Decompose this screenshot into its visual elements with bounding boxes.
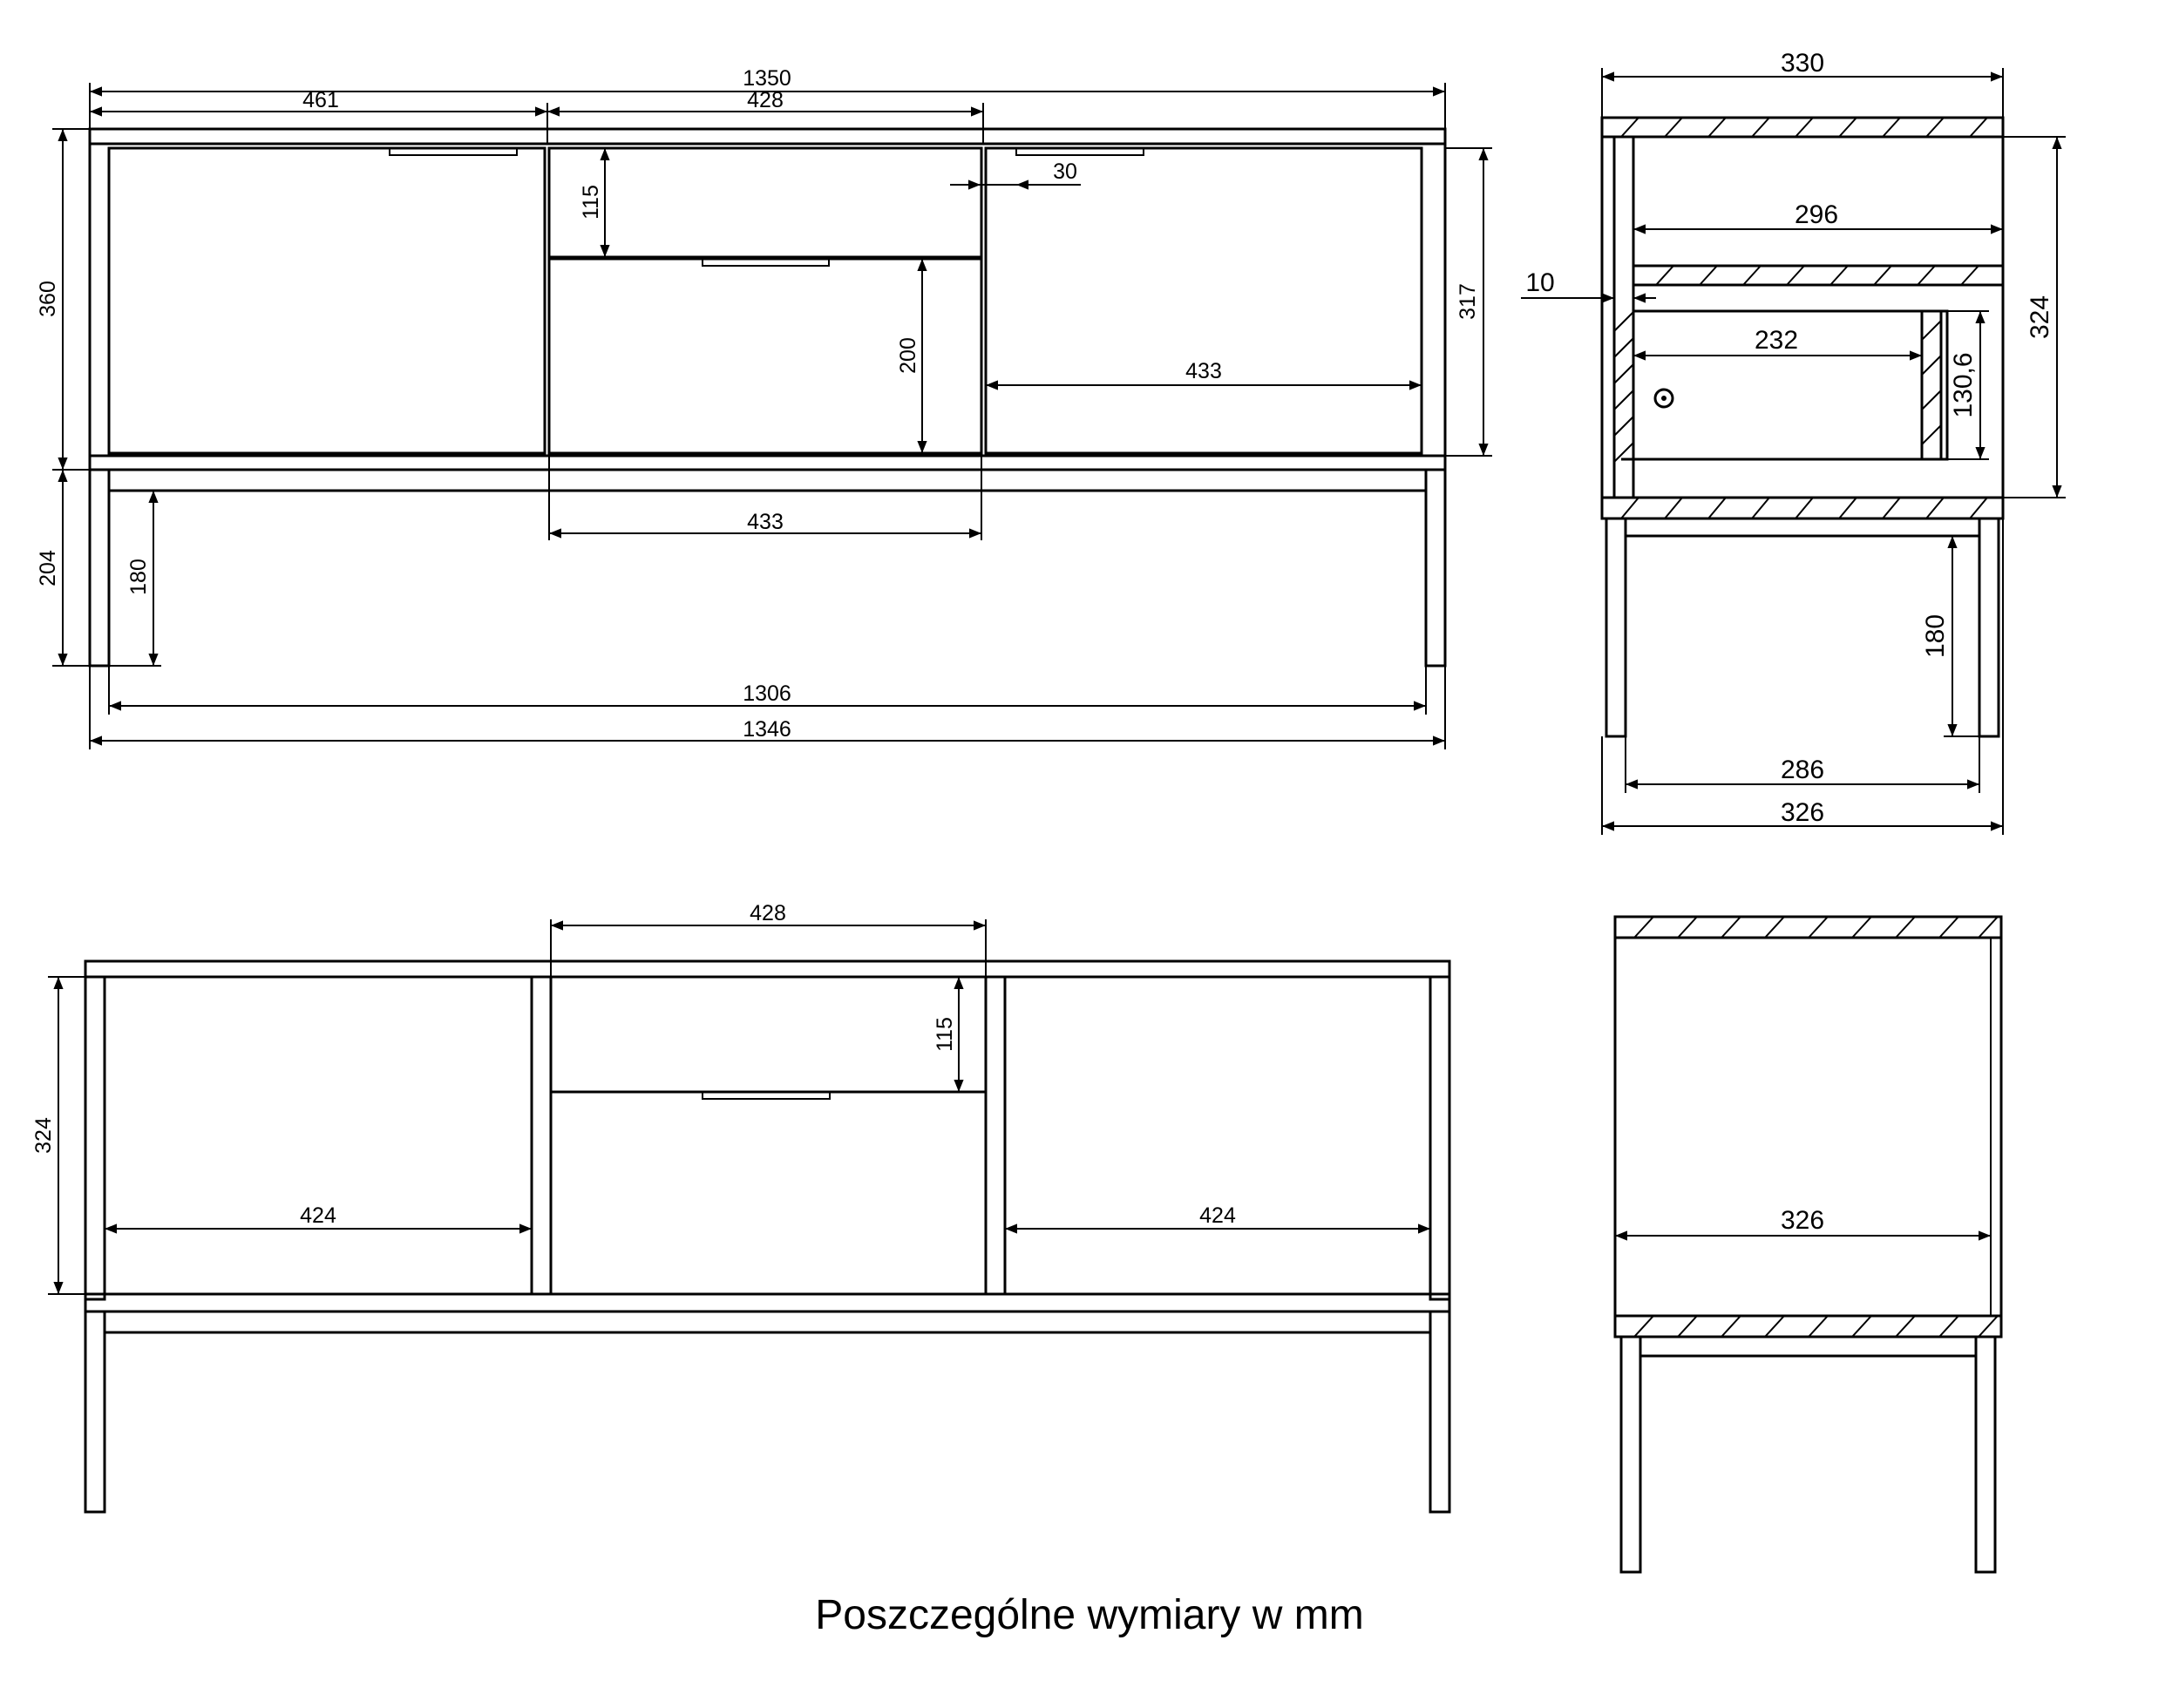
open-lower-drawer bbox=[549, 1090, 988, 1296]
dim-open-upper-drawer-height: 115 bbox=[933, 1017, 957, 1052]
left-leg bbox=[88, 468, 111, 668]
dim-inner-height-right: 317 bbox=[1456, 283, 1480, 320]
dim-right-opening-width: 433 bbox=[1185, 359, 1222, 383]
open-drawer-handle bbox=[702, 1091, 831, 1100]
side-top-board bbox=[1600, 116, 2005, 139]
open-right-side bbox=[1429, 975, 1451, 1301]
side-body-outline bbox=[1600, 116, 2005, 499]
dim-shelf-depth: 296 bbox=[1795, 200, 1838, 229]
open-left-divider bbox=[530, 975, 553, 1296]
right-door bbox=[984, 146, 1423, 455]
dim-center-opening-width: 433 bbox=[747, 510, 784, 534]
side-door-panel bbox=[1612, 135, 1635, 499]
dim-leg-height-total: 204 bbox=[36, 550, 60, 586]
dim-open-body-height: 324 bbox=[31, 1117, 56, 1154]
open-right-divider bbox=[984, 975, 1007, 1296]
side-back-leg bbox=[1978, 517, 2000, 738]
open-left-side bbox=[84, 975, 106, 1301]
dim-upper-drawer-height: 115 bbox=[579, 185, 603, 220]
open-bottom-rail bbox=[103, 1310, 1432, 1334]
dim-side-open-inner-depth: 326 bbox=[1781, 1206, 1824, 1235]
dim-depth-top: 330 bbox=[1781, 49, 1824, 78]
left-door bbox=[107, 146, 546, 455]
dim-leg-height: 180 bbox=[1921, 614, 1950, 658]
side-bottom-board bbox=[1600, 496, 2005, 520]
side-open-top-board bbox=[1613, 915, 2003, 939]
bottom-rail bbox=[107, 468, 1428, 492]
open-right-leg bbox=[1429, 1310, 1451, 1514]
side-open-view: 326 bbox=[1613, 915, 2003, 1574]
side-open-back-leg bbox=[1974, 1335, 1997, 1574]
front-open-view: 428 115 324 424 424 bbox=[31, 901, 1451, 1514]
side-middle-shelf bbox=[1632, 264, 2005, 287]
dim-overall-width-bottom: 1346 bbox=[743, 717, 791, 742]
dim-depth-bottom: 326 bbox=[1781, 798, 1824, 827]
side-drawer-back bbox=[1920, 309, 1943, 461]
open-left-leg bbox=[84, 1310, 106, 1514]
side-open-outline bbox=[1613, 915, 2003, 1318]
dim-handle-offset: 30 bbox=[1053, 159, 1077, 184]
side-section-view: 330 296 10 232 130,6 324 180 286 326 bbox=[1521, 49, 2066, 835]
dim-width-between-legs: 1306 bbox=[743, 681, 791, 706]
carcass-outline bbox=[88, 142, 1447, 458]
side-open-front-leg bbox=[1619, 1335, 1642, 1574]
right-door-handle bbox=[1015, 147, 1144, 156]
dim-drawer-height: 130,6 bbox=[1949, 352, 1978, 417]
dim-open-left-opening: 424 bbox=[300, 1203, 336, 1228]
dim-depth-between-legs: 286 bbox=[1781, 756, 1824, 784]
left-door-handle bbox=[389, 147, 518, 156]
dim-board-thickness: 10 bbox=[1525, 268, 1554, 297]
dim-center-width-top: 428 bbox=[747, 88, 784, 112]
caption: Poszczególne wymiary w mm bbox=[815, 1592, 1364, 1638]
dim-overall-width-top: 1350 bbox=[743, 66, 791, 91]
front-view: 1350 461 428 30 115 200 360 317 433 bbox=[36, 66, 1492, 749]
dim-left-door-width: 461 bbox=[302, 88, 339, 112]
dim-drawer-depth: 232 bbox=[1755, 326, 1798, 355]
side-front-leg bbox=[1605, 517, 1627, 738]
right-leg bbox=[1424, 468, 1447, 668]
side-open-rail bbox=[1639, 1335, 1978, 1358]
dim-body-height: 324 bbox=[2026, 295, 2054, 339]
dim-lower-drawer-height: 200 bbox=[896, 337, 920, 374]
bottom-board bbox=[88, 454, 1447, 471]
side-rail bbox=[1624, 517, 1981, 538]
dim-cabinet-height: 360 bbox=[36, 281, 60, 317]
upper-drawer bbox=[547, 146, 983, 259]
knob-icon bbox=[1653, 388, 1674, 409]
dim-open-center-width: 428 bbox=[750, 901, 786, 925]
open-bottom-board bbox=[84, 1292, 1451, 1313]
open-top-board bbox=[84, 959, 1451, 979]
top-board bbox=[88, 127, 1447, 146]
dim-open-right-opening: 424 bbox=[1199, 1203, 1236, 1228]
dim-leg-height-clear: 180 bbox=[126, 559, 151, 595]
lower-drawer-handle bbox=[702, 258, 830, 267]
